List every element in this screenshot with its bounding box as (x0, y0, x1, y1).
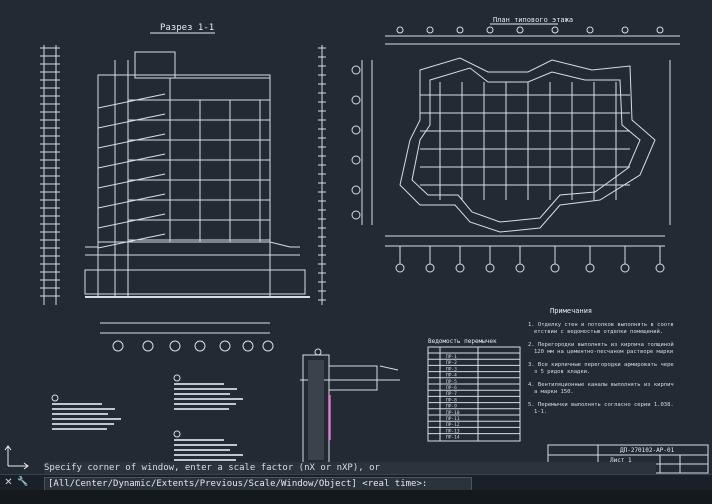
note-line-cont: етствии с ведомостью отделки помещений. (534, 329, 663, 335)
table-row: ПР-9 (446, 404, 457, 410)
table-row: ПР-6 (446, 385, 457, 391)
plan-axis-bubbles (351, 26, 665, 273)
table-row: ПР-8 (446, 397, 457, 403)
table-row: ПР-4 (446, 373, 457, 379)
floor-lines (97, 93, 270, 249)
left-dimension-ticks (40, 47, 60, 297)
command-input[interactable]: [All/Center/Dynamic/Extents/Previous/Sca… (44, 477, 472, 491)
note-line: 3. Все кирпичные перегородки армировать … (528, 362, 674, 368)
status-bar (0, 490, 712, 504)
table-row: ПР-2 (446, 360, 457, 366)
command-history-line: Specify corner of window, enter a scale … (44, 462, 656, 475)
note-line: 2. Перегородки выполнять из кирпича толщ… (528, 342, 674, 348)
right-dimension-ticks (318, 47, 326, 301)
plan-title: План типового этажа (493, 16, 573, 24)
ucs-icon (4, 445, 29, 470)
note-line: 1. Отделку стен и потолков выполнять в с… (528, 322, 674, 328)
table-row: ПР-11 (446, 416, 460, 422)
table-row: ПР-12 (446, 422, 460, 428)
section-axis-bubbles (112, 340, 274, 352)
note-line: 5. Перемычки выполнять согласно серии 1.… (528, 402, 674, 408)
wrench-icon[interactable]: 🔧 (17, 477, 29, 487)
notes-title: Примечания (550, 307, 592, 315)
table-row: ПР-7 (446, 391, 457, 397)
detail-notes (51, 374, 243, 466)
note-line-cont: 1-1. (534, 409, 547, 415)
section-drawing: Разрез 1-1 (40, 23, 326, 352)
table-row: ПР-10 (446, 410, 460, 416)
table-row: ПР-14 (446, 435, 460, 441)
note-line: 4. Вентиляционные каналы выполнять из ки… (528, 382, 674, 388)
close-icon[interactable]: ✕ (4, 477, 13, 488)
plan-interior-walls (420, 82, 630, 200)
floor-plan: План типового этажа (351, 16, 680, 273)
notes-block: Примечания 1. Отделку стен и потолков вы… (528, 307, 674, 415)
note-line-cont: 120 мм на цементно-песчаном растворе мар… (534, 349, 673, 355)
stamp-sheet: Лист 1 (610, 457, 632, 464)
lintel-table: Ведомость перемычек ПР-1ПР-2ПР-3ПР-4ПР-5… (427, 338, 521, 442)
note-line-cont: з 5 рядов кладки. (534, 369, 590, 375)
table-row: ПР-5 (446, 379, 457, 385)
section-title: Разрез 1-1 (160, 23, 214, 33)
stamp-title: ДП-270102-АР-01 (620, 447, 675, 454)
drawing-svg: Разрез 1-1 План т (4, 16, 709, 474)
table-row: ПР-1 (446, 354, 457, 360)
note-line-cont: а марки 150. (534, 389, 574, 395)
wall-node-detail (300, 348, 400, 466)
command-line-bar: ✕ 🔧 [All/Center/Dynamic/Extents/Previous… (0, 474, 712, 491)
table-row: ПР-13 (446, 428, 460, 434)
table-title: Ведомость перемычек (428, 338, 497, 345)
table-row: ПР-3 (446, 366, 457, 372)
